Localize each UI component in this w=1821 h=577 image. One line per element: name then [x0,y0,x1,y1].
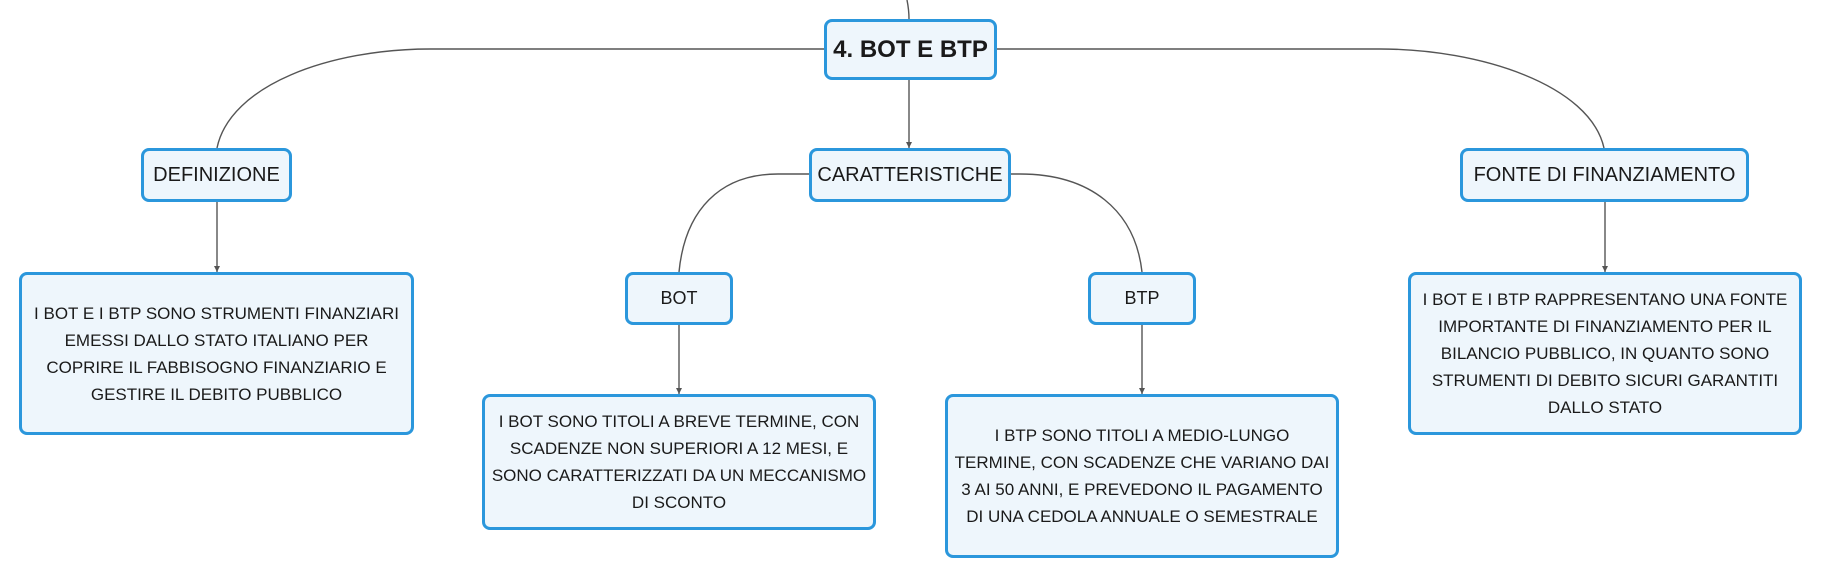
connector-parent-root [906,0,910,20]
topic-definizione-label: DEFINIZIONE [153,163,280,186]
subtopic-bot-label: BOT [660,288,698,308]
arrowhead-fonte-text [1602,266,1608,272]
topic-caratteristiche-label: CARATTERISTICHE [817,163,1003,186]
definizione-text-box: I BOT E I BTP SONO STRUMENTI FINANZIARI … [19,272,414,435]
definizione-text: I BOT E I BTP SONO STRUMENTI FINANZIARI … [34,303,399,404]
subtopic-bot[interactable]: BOT [625,272,733,325]
topic-fonte-label: FONTE DI FINANZIAMENTO [1473,163,1736,186]
fonte-text-box: I BOT E I BTP RAPPRESENTANO UNA FONTE IM… [1408,272,1802,435]
connector-root-fonte [996,48,1605,149]
connector-root-definizione [216,48,824,149]
connector-caratteristiche-bot [678,173,810,273]
subtopic-btp[interactable]: BTP [1088,272,1196,325]
topic-fonte-di-finanziamento[interactable]: FONTE DI FINANZIAMENTO [1460,148,1749,202]
btp-text-box: I BTP SONO TITOLI A MEDIO-LUNGO TERMINE,… [945,394,1339,558]
root-label: 4. BOT E BTP [833,35,988,63]
connector-caratteristiche-btp [1010,173,1143,273]
arrowhead-bot-text [676,388,682,394]
root-node[interactable]: 4. BOT E BTP [824,19,997,80]
btp-text: I BTP SONO TITOLI A MEDIO-LUNGO TERMINE,… [954,426,1330,526]
arrowhead-btp-text [1139,388,1145,394]
fonte-text: I BOT E I BTP RAPPRESENTANO UNA FONTE IM… [1422,290,1788,417]
topic-caratteristiche[interactable]: CARATTERISTICHE [809,148,1011,202]
bot-text: I BOT SONO TITOLI A BREVE TERMINE, CON S… [491,412,867,512]
arrowhead-definizione-text [214,266,220,272]
bot-text-box: I BOT SONO TITOLI A BREVE TERMINE, CON S… [482,394,876,530]
arrowhead-caratteristiche [906,142,912,148]
topic-definizione[interactable]: DEFINIZIONE [141,148,292,202]
subtopic-btp-label: BTP [1124,288,1160,308]
